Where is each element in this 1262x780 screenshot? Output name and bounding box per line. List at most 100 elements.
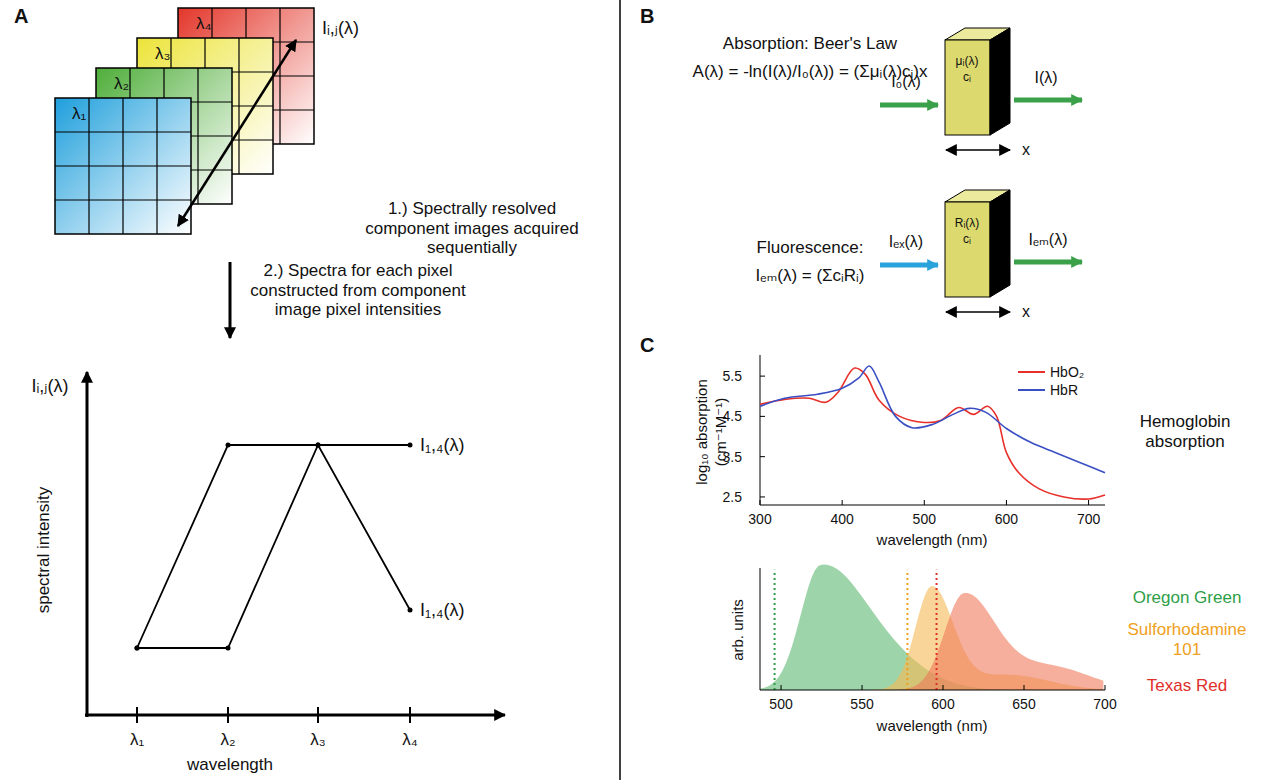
component-image: [55, 98, 191, 234]
figure-label: μᵢ(λ): [956, 55, 979, 69]
block-side: [990, 190, 1010, 297]
y-tick: [760, 456, 765, 457]
figure-label: Iₑₓ(λ): [889, 233, 923, 251]
spectrum-point: [408, 608, 413, 613]
figure-label: I₁,₄(λ): [420, 600, 464, 621]
figure-label: Rᵢ(λ): [955, 217, 980, 231]
figure-label: Hemoglobin absorption: [1125, 412, 1245, 451]
figure-label: wavelength (nm): [877, 531, 988, 548]
sample-block: [945, 28, 1010, 135]
figure-label: 3.5: [723, 449, 742, 465]
x-axis: [760, 505, 1105, 506]
figure-label: spectral intensity: [34, 487, 54, 614]
spectrum-point: [226, 443, 231, 448]
figure-label: cᵢ: [963, 71, 971, 85]
thickness-arrow: [946, 311, 1010, 313]
figure-label: wavelength (nm): [877, 717, 988, 734]
x-tick: [943, 685, 944, 690]
figure-label: arb. units: [729, 599, 746, 661]
emission-spectrum: [760, 593, 1103, 690]
x-tick: [842, 500, 843, 505]
figure-label: λ₄: [402, 730, 417, 750]
figure-label: I₁,₄(λ): [420, 435, 464, 456]
excitation-line: [906, 570, 908, 690]
figure-label: cᵢ: [963, 233, 971, 247]
x-tick: [227, 707, 229, 723]
legend-label: HbR: [1050, 382, 1078, 398]
pixel-gridline: [55, 199, 191, 200]
figure-label: Iᵢ,ⱼ(λ): [32, 376, 69, 397]
figure-label: 650: [1012, 696, 1035, 712]
spectrum-point: [135, 646, 140, 651]
figure-label: 400: [830, 511, 853, 527]
incident-light-arrow: [880, 103, 938, 108]
y-axis: [86, 372, 89, 717]
transmitted-light-arrow: [1014, 98, 1082, 103]
x-tick: [781, 685, 782, 690]
figure-label: 2.5: [723, 489, 742, 505]
figure-label: 2.) Spectra for each pixel constructed f…: [248, 261, 468, 320]
figure-label: λ₂: [114, 74, 129, 94]
x-tick: [760, 500, 761, 505]
x-tick: [1105, 685, 1106, 690]
figure-label: wavelength: [187, 755, 273, 775]
y-tick: [760, 376, 765, 377]
emission-spectrum: [760, 586, 1103, 690]
figure-label: Iᵢ,ⱼ(λ): [322, 18, 359, 39]
y-axis: [760, 355, 761, 505]
figure-label: 500: [913, 511, 936, 527]
x-axis: [85, 714, 505, 717]
spectrum-point: [408, 443, 413, 448]
panel-letter: B: [640, 5, 654, 28]
sample-block: [945, 190, 1010, 297]
excitation-arrow: [880, 263, 938, 268]
figure-label: 500: [769, 696, 792, 712]
step-arrow: [229, 262, 232, 338]
block-front: [945, 40, 990, 135]
figure-label: 550: [850, 696, 873, 712]
figure-label: log₁₀ absorption: [693, 379, 710, 485]
pixel-gridline: [197, 68, 198, 204]
x-tick: [924, 500, 925, 505]
figure-label: λ₁: [130, 730, 144, 750]
block-front: [945, 202, 990, 297]
panel-letter: C: [640, 334, 654, 357]
block-side: [990, 28, 1010, 135]
excitation-line: [774, 570, 776, 690]
x-tick: [317, 707, 319, 723]
x-tick: [1024, 685, 1025, 690]
pixel-spectrum: [137, 445, 410, 648]
figure-label: Texas Red: [1147, 676, 1227, 696]
x-tick: [1088, 500, 1089, 505]
figure-label: I(λ): [1034, 69, 1057, 87]
pixel-spectrum: [137, 445, 410, 648]
figure-label: λ₄: [196, 14, 211, 34]
figure-label: Fluorescence:: [757, 238, 864, 258]
emission-arrow: [1014, 260, 1082, 265]
figure-label: Oregon Green: [1133, 588, 1242, 608]
figure-label: λ₃: [155, 44, 170, 64]
pixel-gridline: [238, 38, 239, 174]
pixel-stack-arrow: [178, 40, 296, 226]
legend-line-sample: [1018, 371, 1045, 373]
figure-label: Sulforhodamine 101: [1122, 620, 1252, 659]
legend-line-sample: [1018, 389, 1045, 391]
x-tick: [1006, 500, 1007, 505]
image-frame: [55, 98, 191, 234]
figure-label: 700: [1093, 696, 1116, 712]
figure-label: λ₂: [220, 730, 235, 750]
pixel-gridline: [279, 8, 280, 144]
figure-label: 600: [995, 511, 1018, 527]
spectrum-point: [316, 443, 321, 448]
figure-label: 300: [748, 511, 771, 527]
spectrum-point: [316, 443, 321, 448]
figure-label: λ₃: [310, 730, 325, 750]
figure-label: 700: [1077, 511, 1100, 527]
x-axis: [760, 690, 1105, 691]
figure-label: I₀(λ): [891, 73, 921, 91]
emission-spectrum: [760, 565, 1103, 690]
figure-label: x: [1022, 141, 1030, 159]
x-tick: [862, 685, 863, 690]
figure-label: x: [1022, 303, 1030, 321]
